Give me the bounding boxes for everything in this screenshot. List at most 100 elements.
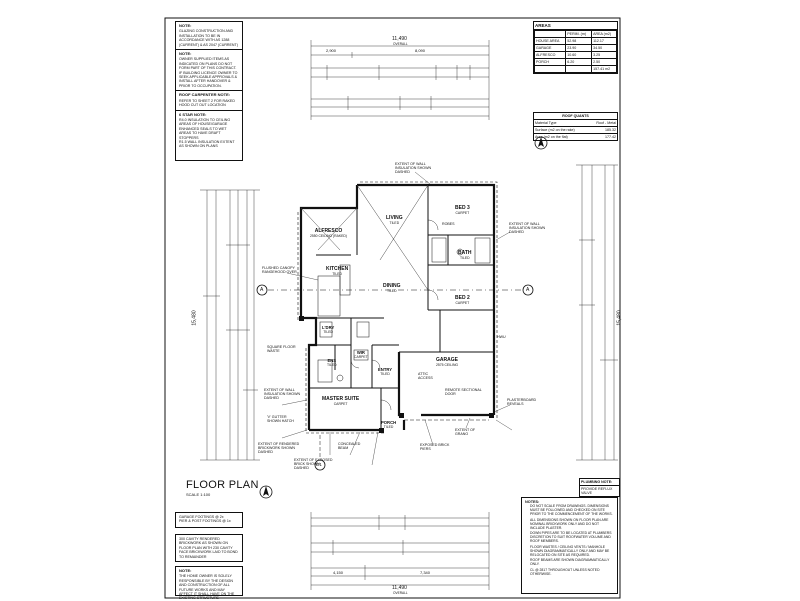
general-notes: NOTES: DO NOT SCALE FROM DRAWINGS. DIMEN… (521, 497, 618, 594)
bottom-overall-label: OVERALL (393, 591, 408, 595)
north-arrow-icon (259, 485, 273, 499)
room-entry-sub: TILED (380, 372, 390, 376)
table-cell (533, 30, 567, 38)
grid-bubble-left (256, 284, 268, 296)
garage-piers (299, 316, 494, 433)
room-bath-sub: TILED (459, 256, 470, 260)
grid-bubble-right (522, 284, 534, 296)
owner-note: NOTE: THE HOME OWNER IS SOLELY RESPONSIB… (175, 566, 243, 600)
annot-insulation-left: EXTENT OF WALL INSULATION SHOWN DASHED (264, 388, 301, 400)
table-row: ALFRESCO 10.60 3.25 (533, 51, 617, 59)
room-wir-sub: CARPET (354, 355, 368, 359)
table-row: Material Type Roof - Metal (534, 119, 617, 126)
annot-plasterboard: PLASTERBOARD REVEALS (507, 398, 537, 406)
annot-sectional-door: REMOTE SECTIONAL DOOR (445, 388, 482, 396)
fixtures (317, 237, 491, 383)
star-note-title: 6 STAR NOTE: (179, 111, 207, 117)
list-item: DO NOT SCALE FROM DRAWINGS. DIMENSIONS M… (530, 504, 614, 516)
raked-ceiling-lines (300, 184, 429, 291)
render-note-text: 300 CAVITY RENDERED BRICKWORK AS SHOWN O… (179, 537, 238, 559)
table-cell (565, 65, 593, 73)
table-cell: 34.50 (591, 44, 617, 52)
table-row: PERIM. (m) AREA (m2) (533, 30, 617, 38)
table-cell: HOUSE AREA (533, 37, 567, 45)
room-garage-sub: 2575 CEILING (436, 363, 459, 367)
annot-insulation-top: EXTENT OF WALL INSULATION SHOWN DASHED (395, 162, 432, 174)
areas-table: AREAS PERIM. (m) AREA (m2) HOUSE AREA 52… (533, 21, 618, 74)
table-cell: PERIM. (m) (565, 30, 593, 38)
annot-hwu: HWU (497, 335, 506, 339)
table-cell: Material Type (535, 121, 557, 125)
roof-quants-title: ROOF QUANTS (562, 114, 589, 118)
drawing-scale: SCALE 1:100 (186, 492, 211, 497)
table-cell: 6.20 (565, 58, 593, 66)
table-cell: 185.32 (605, 128, 616, 132)
north-arrow-icon (534, 136, 548, 150)
room-kitchen-sub: TILED (332, 272, 342, 276)
room-bed2-sub: CARPET (455, 301, 470, 305)
roof-quants-table: ROOF QUANTS Material Type Roof - Metal S… (533, 112, 618, 141)
table-cell: 112.17 (591, 37, 617, 45)
plumbing-note-text: PROVIDE REFLUX VALVE (581, 487, 613, 495)
top-overall-dim: 11,490 (392, 36, 407, 42)
table-cell: 2.50 (591, 58, 617, 66)
star-note-item: R4.0 INSULATION TO CEILING AREAS OF HOUS… (179, 117, 231, 127)
bottom-dimensions (310, 512, 490, 590)
annot-attic-access: ATTIC ACCESS (418, 372, 433, 380)
table-cell: Area (m2 on the flat) (535, 135, 568, 139)
room-ens-sub: TILED (327, 363, 337, 367)
top-dim-1: 2,900 (326, 48, 337, 53)
table-cell: AREA (m2) (591, 30, 617, 38)
section-bubble-bottom (314, 459, 326, 471)
annot-square-waste: SQUARE FLOOR WASTE (267, 345, 296, 353)
section-mark-bottom: D1 (316, 462, 322, 467)
owner-items-title: NOTE: (179, 51, 192, 57)
list-item: ROOF BEAMS ARE SHOWN DIAGRAMMATICALLY ON… (530, 558, 614, 566)
list-item: CL @ 2817 THROUGHOUT UNLESS NOTED OTHERW… (530, 568, 614, 576)
annot-gutter: 'V' GUTTER SHOWN HATCH (267, 415, 294, 423)
top-dimensions (310, 40, 490, 120)
room-ldry-name: L'DRY (322, 325, 335, 330)
general-notes-title: NOTES: (525, 500, 540, 504)
table-cell: 23.90 (565, 44, 593, 52)
areas-grid: PERIM. (m) AREA (m2) HOUSE AREA 52.98 11… (533, 30, 617, 73)
leader-lines (281, 171, 513, 466)
annot-robes: ROBES (442, 222, 455, 226)
areas-title: AREAS (534, 22, 617, 30)
table-cell: ALFRESCO (533, 51, 567, 59)
list-item: DOWN PIPES ARE TO BE LOCATED AT PLUMBERS… (530, 531, 614, 543)
room-bed3-sub: CARPET (455, 211, 470, 215)
room-ens-name: ENS (327, 358, 337, 363)
roof-carpenter-title: ROOF CARPENTER NOTE: (179, 92, 231, 98)
annot-concealed-beam: CONCEALED BEAM (338, 442, 361, 450)
sheet-border (164, 17, 621, 599)
star-note-item: ENHANCED SEALS TO WET AREAS TO HAVE DRAF… (179, 126, 227, 140)
room-living-sub: TILED (389, 221, 400, 225)
annot-exposed-piers: EXPOSED BRICK PIERS (420, 443, 450, 451)
room-bed2-name: BED 2 (455, 295, 470, 301)
plumbing-note-title: PLUMBING NOTE: (580, 479, 619, 486)
room-porch-sub: TILED (383, 425, 394, 429)
footing-item: PIER & POST FOOTINGS @ 1x (179, 519, 231, 524)
left-dimensions (200, 189, 260, 461)
bottom-dim-2: 7,340 (420, 570, 431, 575)
owner-items-text: OWNER SUPPLIED ITEMS AS INDICATED ON PLA… (179, 57, 238, 88)
grid-mark-right: A (526, 287, 530, 293)
table-cell: Roof - Metal (596, 121, 616, 125)
render-note: 300 CAVITY RENDERED BRICKWORK AS SHOWN O… (175, 534, 243, 562)
table-cell: 10.60 (565, 51, 593, 59)
internal-walls (309, 185, 494, 430)
footing-item: GARAGE FOOTINGS @ 2x (179, 515, 224, 519)
door-swings (350, 219, 439, 411)
table-row: HOUSE AREA 52.98 112.17 (533, 37, 617, 45)
list-item: FLOOR WASTES / CEILING VENTS / MANHOLE S… (530, 545, 614, 557)
drawing-title: FLOOR PLAN (186, 479, 259, 491)
room-bath-name: BATH (458, 250, 472, 256)
